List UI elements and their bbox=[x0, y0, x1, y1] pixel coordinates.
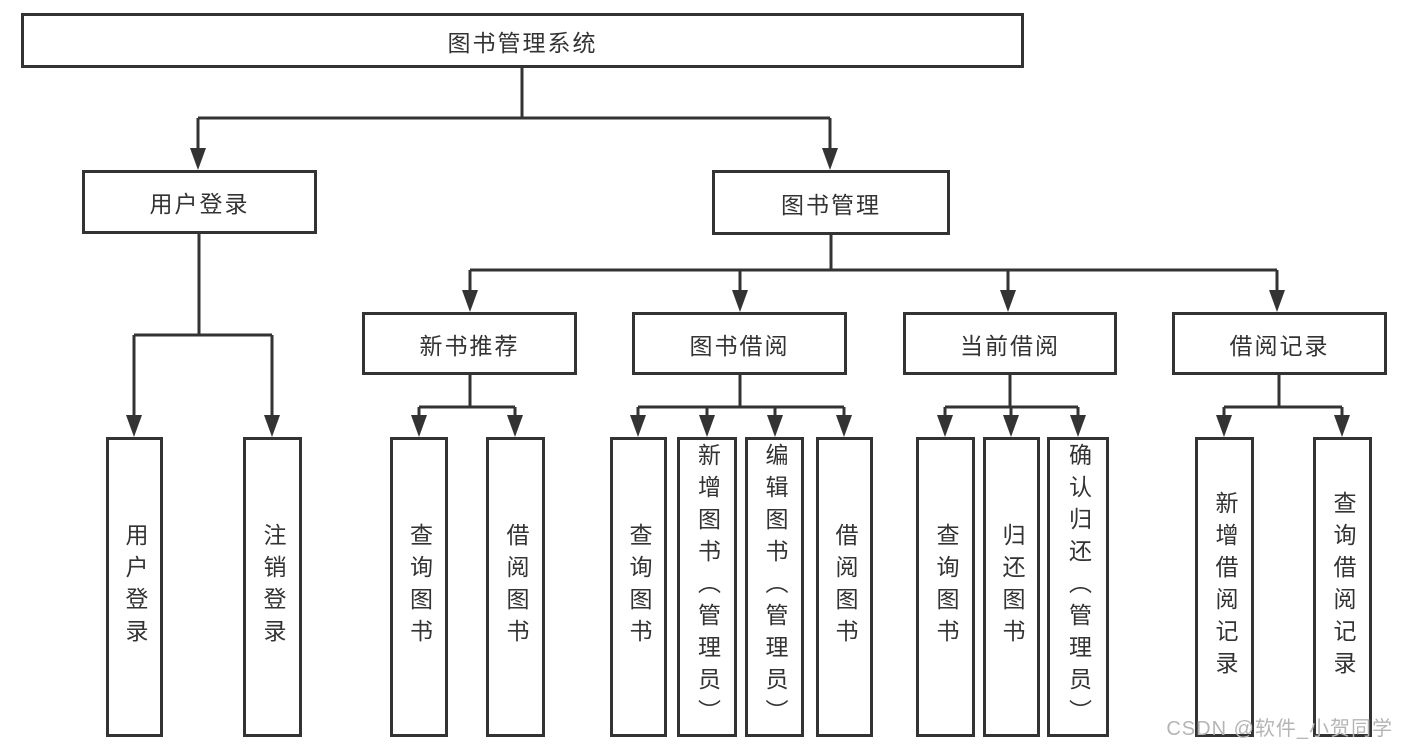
node-label: 查询图书 bbox=[406, 523, 433, 651]
node-query-books-current: 查询图书 bbox=[916, 437, 975, 737]
node-label: 借阅记录 bbox=[1229, 332, 1330, 359]
node-query-books-borrowing: 查询图书 bbox=[610, 437, 667, 737]
node-label: 新书推荐 bbox=[419, 332, 520, 359]
node-label: 查询图书 bbox=[626, 523, 652, 651]
node-label: 用户登录 bbox=[149, 191, 250, 217]
node-logout: 注销登录 bbox=[243, 437, 302, 737]
node-label: 编辑图书（管理员） bbox=[762, 443, 788, 731]
node-label: 图书管理 bbox=[781, 191, 881, 218]
node-book-management: 图书管理 bbox=[712, 170, 950, 235]
node-label: 查询借阅记录 bbox=[1330, 491, 1356, 683]
node-confirm-return-admin: 确认归还（管理员） bbox=[1047, 437, 1109, 737]
node-label: 查询图书 bbox=[933, 523, 959, 651]
node-user-login-leaf: 用户登录 bbox=[106, 437, 163, 737]
node-label: 借阅图书 bbox=[832, 523, 858, 651]
node-user-login: 用户登录 bbox=[82, 170, 317, 234]
node-add-books-admin: 新增图书（管理员） bbox=[677, 437, 737, 737]
node-label: 当前借阅 bbox=[960, 332, 1060, 359]
csdn-watermark: CSDN @软件_小贺同学 bbox=[1166, 718, 1393, 740]
node-label: 新增借阅记录 bbox=[1212, 491, 1238, 683]
node-label: 归还图书 bbox=[999, 523, 1025, 651]
node-query-books-recommend: 查询图书 bbox=[390, 437, 448, 737]
node-borrow-books: 借阅图书 bbox=[816, 437, 873, 737]
node-label: 新增图书（管理员） bbox=[694, 443, 721, 731]
node-return-books: 归还图书 bbox=[983, 437, 1040, 737]
node-label: 图书管理系统 bbox=[447, 29, 598, 56]
node-current-borrowing: 当前借阅 bbox=[903, 312, 1117, 375]
node-label: 借阅图书 bbox=[503, 523, 529, 651]
node-query-borrow-record: 查询借阅记录 bbox=[1313, 437, 1372, 737]
node-label: 用户登录 bbox=[122, 523, 148, 651]
node-new-book-recommendation: 新书推荐 bbox=[362, 312, 577, 375]
node-add-borrow-record: 新增借阅记录 bbox=[1195, 437, 1254, 737]
node-library-management-system: 图书管理系统 bbox=[21, 13, 1024, 68]
node-label: 确认归还（管理员） bbox=[1065, 443, 1092, 731]
node-borrow-books-recommend: 借阅图书 bbox=[486, 437, 545, 737]
node-label: 注销登录 bbox=[260, 523, 286, 651]
node-label: 图书借阅 bbox=[689, 332, 790, 359]
node-edit-books-admin: 编辑图书（管理员） bbox=[745, 437, 804, 737]
node-borrowing-records: 借阅记录 bbox=[1172, 312, 1387, 375]
node-book-borrowing: 图书借阅 bbox=[632, 312, 847, 375]
